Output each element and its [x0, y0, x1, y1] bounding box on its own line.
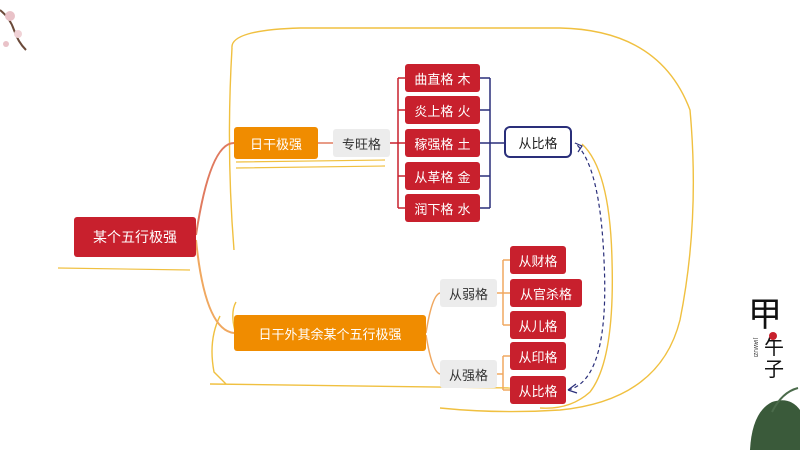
zhuanwang-item-shui[interactable]: 润下格 水	[405, 194, 480, 222]
congruo-node[interactable]: 从弱格	[440, 279, 497, 307]
congruo-item-er[interactable]: 从儿格	[510, 311, 566, 339]
root-node[interactable]: 某个五行极强	[74, 217, 196, 257]
zhuanwang-item-huo[interactable]: 炎上格 火	[405, 96, 480, 124]
congruo-item-cai[interactable]: 从财格	[510, 246, 566, 274]
zhuanwang-item-tu[interactable]: 稼强格 土	[405, 129, 480, 157]
svg-text:午: 午	[764, 335, 784, 359]
svg-text:甲: 甲	[748, 295, 782, 335]
congbi-top-node[interactable]: 从比格	[504, 126, 572, 158]
zhuanwang-item-mu[interactable]: 曲直格 木	[405, 64, 480, 92]
congqiang-item-bi[interactable]: 从比格	[510, 376, 566, 404]
congqiang-item-yin[interactable]: 从印格	[510, 342, 566, 370]
zhuanwang-node[interactable]: 专旺格	[333, 129, 390, 157]
congqiang-node[interactable]: 从强格	[440, 360, 497, 388]
congruo-item-guansha[interactable]: 从官杀格	[510, 279, 582, 307]
zhuanwang-item-jin[interactable]: 从革格 金	[405, 162, 480, 190]
svg-text:JIAWUZI: JIAWUZI	[752, 337, 758, 358]
plum-branch-decoration	[0, 9, 27, 51]
day-stem-strong-node[interactable]: 日干极强	[234, 127, 318, 159]
other-element-strong-node[interactable]: 日干外其余某个五行极强	[234, 315, 426, 351]
svg-text:子: 子	[764, 357, 784, 381]
jiawuzi-logo: 甲 午 子 JIAWUZI	[748, 295, 800, 450]
